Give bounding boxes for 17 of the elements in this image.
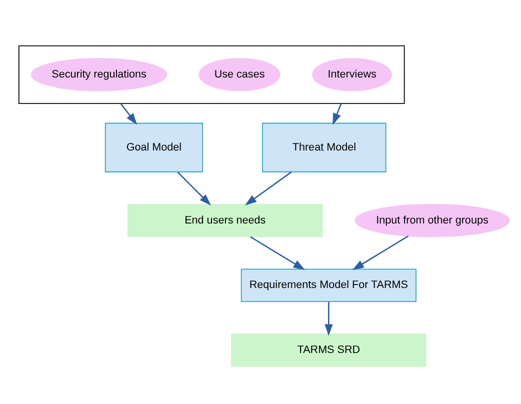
node-ellipse: Use cases [198, 57, 280, 91]
node-box: TARMS SRD [230, 333, 426, 366]
node-box: Requirements Model For TARMS [240, 268, 416, 302]
node-box: Goal Model [104, 122, 204, 172]
arrow [324, 301, 333, 336]
arrow [352, 234, 409, 270]
arrow [120, 102, 138, 124]
arrow [244, 170, 292, 205]
node-ellipse: Interviews [312, 57, 392, 91]
arrow [177, 171, 212, 206]
node-box: End users needs [127, 203, 323, 237]
node-ellipse: Input from other groups [354, 203, 510, 237]
arrow [250, 236, 305, 270]
node-box: Threat Model [262, 122, 386, 172]
arrow [332, 102, 342, 125]
node-ellipse: Security regulations [30, 57, 168, 91]
cluster [18, 44, 405, 104]
